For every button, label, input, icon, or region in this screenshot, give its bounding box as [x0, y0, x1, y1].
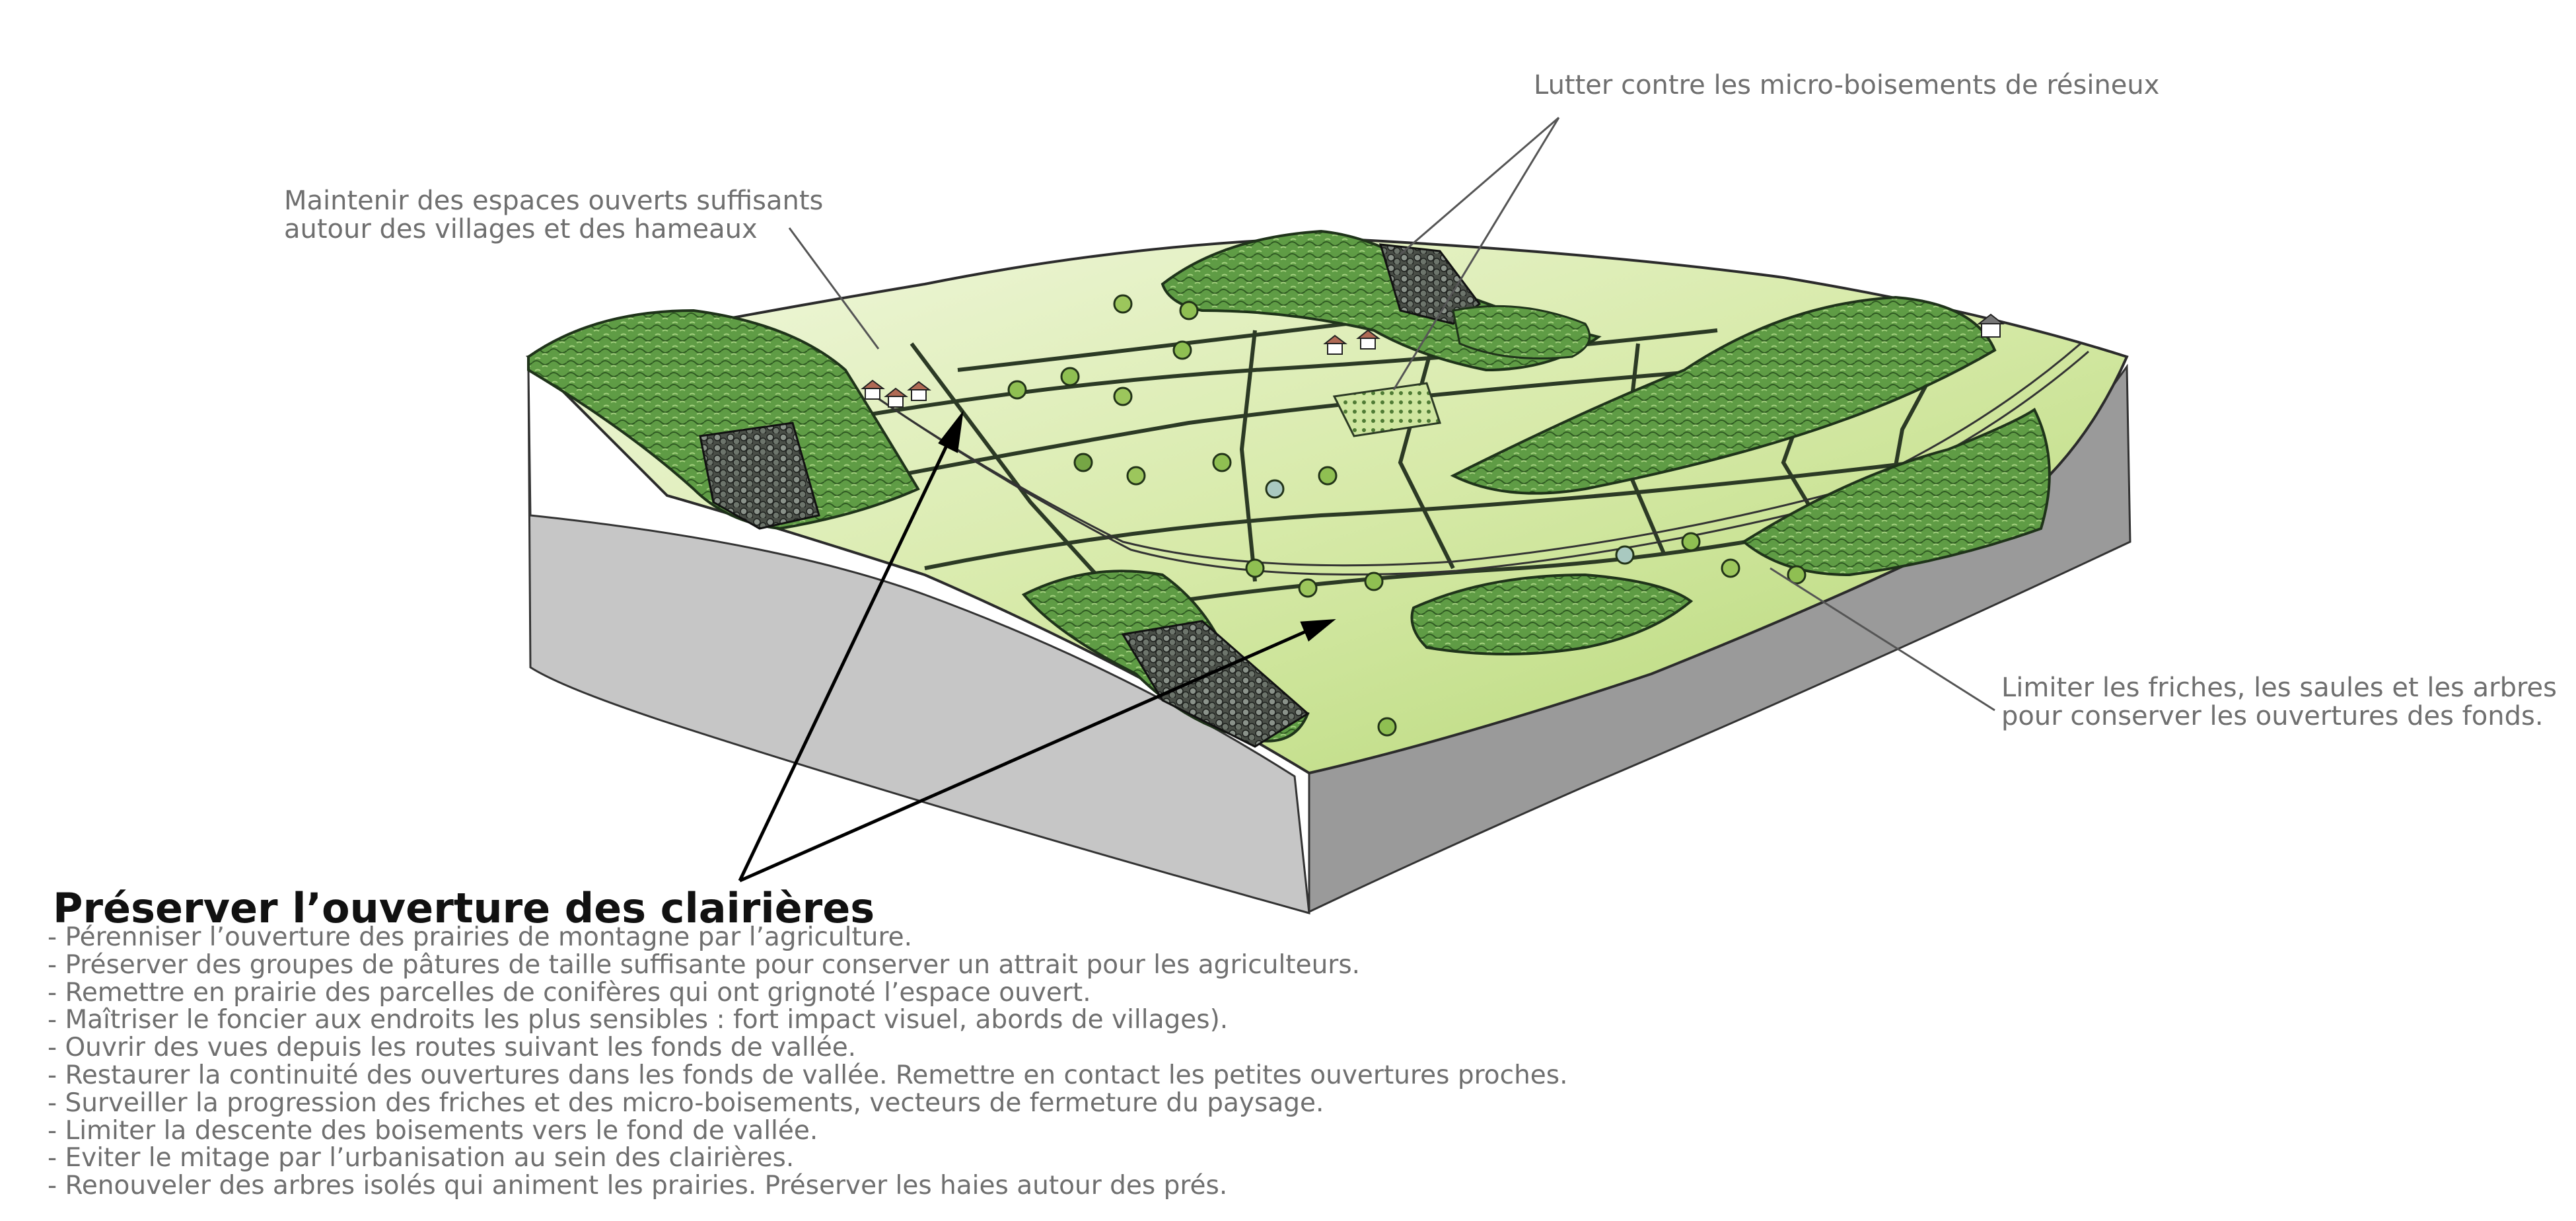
house [1981, 323, 2001, 338]
list-item: - Maîtriser le foncier aux endroits les … [48, 1005, 1229, 1035]
forest-far-right [1741, 408, 2051, 577]
annotation-text: Maintenir des espaces ouverts suffisants [284, 186, 824, 216]
forest-right-ridge [1450, 295, 1997, 495]
list-item: - Remettre en prairie des parcelles de c… [48, 977, 1091, 1008]
list-item: - Eviter le mitage par l’urbanisation au… [48, 1143, 795, 1173]
house-roof [884, 387, 908, 397]
arrow-head-2 [1300, 618, 1336, 642]
isolated-trees [1007, 294, 1807, 737]
house-roof [1356, 329, 1380, 339]
annotation-espaces-ouverts: Maintenir des espaces ouverts suffisants… [284, 187, 823, 244]
conifer-left [699, 422, 820, 530]
main-arrows [738, 410, 1336, 883]
forest-left-hill [527, 309, 920, 531]
leader-villages [788, 227, 880, 350]
arrow-clearing-1 [738, 435, 953, 882]
house-roof [861, 379, 885, 389]
annotation-text: pour conserver les ouvertures des fonds. [2001, 701, 2544, 731]
annotation-text: autour des villages et des hameaux [284, 214, 758, 244]
list-item: - Restaurer la continuité des ouvertures… [48, 1060, 1568, 1090]
leader-microwood-1 [1400, 116, 1559, 256]
arrow-head-1 [938, 410, 964, 453]
house [911, 389, 927, 401]
house [1327, 343, 1343, 355]
leader-friches [1770, 567, 1995, 712]
list-item: - Pérenniser l’ouverture des prairies de… [48, 922, 913, 952]
forests [527, 229, 2051, 748]
annotation-text: Limiter les friches, les saules et les a… [2001, 673, 2557, 703]
list-item: - Limiter la descente des boisements ver… [48, 1115, 818, 1146]
list-item: - Renouveler des arbres isolés qui anime… [48, 1171, 1228, 1201]
annotation-text: Lutter contre les micro-boisements de ré… [1534, 70, 2160, 100]
field-boundaries [759, 309, 1950, 649]
annotation-micro-boisements: Lutter contre les micro-boisements de ré… [1534, 71, 2159, 100]
list-item: - Ouvrir des vues depuis les routes suiv… [48, 1033, 857, 1063]
villages [861, 313, 2005, 408]
list-item: - Préserver des groupes de pâtures de ta… [48, 949, 1361, 980]
leader-lines [788, 116, 1995, 712]
house-roof [1977, 313, 2005, 324]
house-roof [907, 381, 931, 390]
page-title: Préserver l’ouverture des clairières [53, 884, 875, 932]
house [888, 396, 904, 408]
house-roof [1323, 334, 1347, 344]
list-item: - Surveiller la progression des friches … [48, 1088, 1324, 1118]
bullet-list: - Pérenniser l’ouverture des prairies de… [48, 924, 1568, 1200]
forest-bottom-mid [1410, 573, 1694, 655]
house [865, 388, 880, 400]
conifer-bottom [1121, 620, 1310, 748]
annotation-friches: Limiter les friches, les saules et les a… [2001, 674, 2557, 731]
block-left-face [527, 369, 1310, 915]
arrow-clearing-2 [738, 626, 1316, 883]
forest-top-right-small [1452, 305, 1591, 359]
leader-microwood-2 [1392, 117, 1560, 390]
house [1360, 338, 1376, 350]
